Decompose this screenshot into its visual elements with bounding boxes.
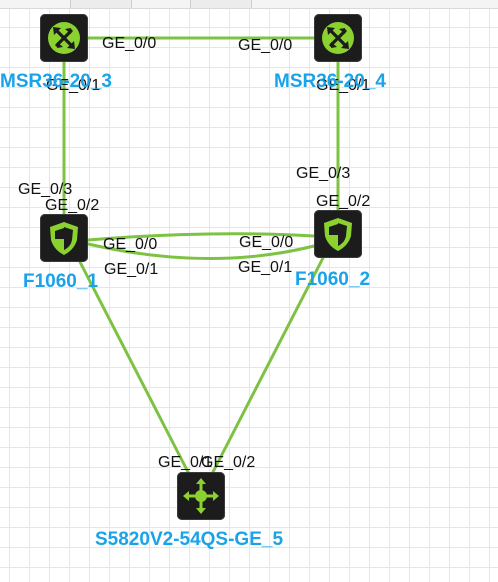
firewall-shield-icon: [324, 218, 352, 251]
device-label-msr3[interactable]: MSR36-20_3: [0, 71, 112, 92]
top-toolbar-strip: [0, 0, 498, 9]
port-label-fw1-ge02: GE_0/2: [45, 197, 100, 214]
port-label-sw5-ge02: GE_0/2: [201, 454, 256, 471]
switch-icon: [183, 478, 219, 514]
port-label-fw2-ge00: GE_0/0: [239, 234, 294, 251]
port-label-sw5-ge01: GE_0/1: [158, 454, 213, 471]
link-fw1-fw2-a[interactable]: [86, 232, 316, 242]
port-label-fw1-ge03: GE_0/3: [18, 181, 73, 198]
router-msr3[interactable]: [40, 14, 88, 62]
link-fw1-fw2-b[interactable]: [86, 242, 316, 260]
port-label-msr3-ge01: GE_0/1: [46, 77, 101, 94]
port-label-fw1-ge01: GE_0/1: [104, 261, 159, 278]
port-label-msr4-ge01: GE_0/1: [316, 77, 371, 94]
device-label-fw2[interactable]: F1060_2: [295, 269, 371, 290]
switch-sw5[interactable]: [177, 472, 225, 520]
device-label-msr4[interactable]: MSR36-20_4: [274, 71, 386, 92]
port-label-fw2-ge03: GE_0/3: [296, 165, 351, 182]
toolbar-tab[interactable]: [190, 0, 252, 8]
port-label-fw2-ge02: GE_0/2: [316, 193, 371, 210]
firewall-fw1[interactable]: [40, 214, 88, 262]
toolbar-tab[interactable]: [70, 0, 132, 8]
device-label-sw5[interactable]: S5820V2-54QS-GE_5: [95, 529, 284, 550]
router-icon: [48, 22, 80, 54]
port-label-msr3-ge00: GE_0/0: [102, 35, 157, 52]
link-fw2-sw5[interactable]: [211, 254, 326, 474]
device-label-fw1[interactable]: F1060_1: [23, 271, 99, 292]
router-msr4[interactable]: [314, 14, 362, 62]
port-label-msr4-ge00: GE_0/0: [238, 37, 293, 54]
firewall-shield-icon: [50, 222, 78, 255]
port-label-fw1-ge00: GE_0/0: [103, 236, 158, 253]
router-icon: [322, 22, 354, 54]
link-fw1-sw5[interactable]: [78, 260, 190, 474]
firewall-fw2[interactable]: [314, 210, 362, 258]
port-label-fw2-ge01: GE_0/1: [238, 259, 293, 276]
